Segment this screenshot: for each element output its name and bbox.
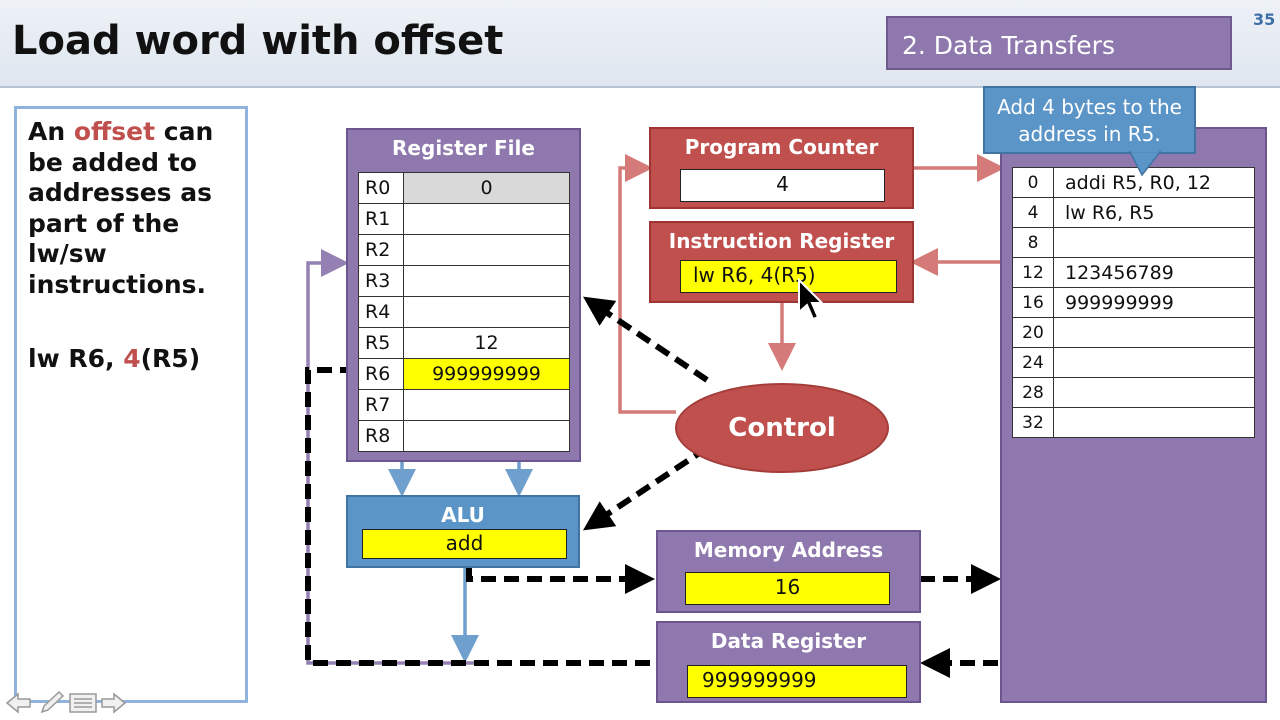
register-file-title: Register File	[392, 136, 535, 160]
program-counter-value: 4	[680, 169, 885, 202]
control-unit: Control	[675, 383, 889, 473]
data-register-value: 999999999	[687, 665, 907, 698]
register-value	[403, 234, 570, 266]
intro-before: An	[28, 117, 74, 146]
pen-icon[interactable]	[40, 690, 65, 714]
memory-address-label: 32	[1012, 407, 1054, 438]
memory-address-label: 28	[1012, 377, 1054, 408]
text-panel	[14, 106, 248, 703]
memory-address-title: Memory Address	[693, 538, 884, 562]
example-suffix: (R5)	[140, 344, 201, 373]
memory-row: 24	[1012, 347, 1255, 378]
register-name: R2	[358, 234, 404, 266]
memory-cell	[1053, 317, 1255, 348]
register-name: R0	[358, 172, 404, 204]
data-register-title: Data Register	[710, 629, 867, 653]
register-value: 999999999	[403, 358, 570, 390]
data-register: Data Register 999999999	[656, 621, 921, 703]
menu-icon[interactable]	[69, 693, 97, 713]
instruction-register-value: lw R6, 4(R5)	[680, 260, 897, 293]
memory-row: 8	[1012, 227, 1255, 258]
register-row: R8	[358, 420, 570, 452]
register-value	[403, 265, 570, 297]
alu-title: ALU	[441, 503, 485, 527]
memory-address-label: 0	[1012, 167, 1054, 198]
memory-address-label: 8	[1012, 227, 1054, 258]
memory-row: 28	[1012, 377, 1255, 408]
dashed-control-to-alu	[583, 445, 709, 531]
memory-cell: lw R6, R5	[1053, 197, 1255, 228]
register-name: R5	[358, 327, 404, 359]
body-text: An offset can be added to addresses as p…	[28, 117, 243, 300]
example-instruction: lw R6, 4(R5)	[28, 344, 200, 373]
arrow-control-to-pc	[618, 154, 676, 414]
memory-cell: 123456789	[1053, 257, 1255, 288]
register-value: 0	[403, 172, 570, 204]
slide-nav-controls	[4, 690, 128, 716]
memory-address-value: 16	[685, 572, 890, 605]
register-row: R3	[358, 265, 570, 297]
register-name: R1	[358, 203, 404, 235]
memory-address-label: 20	[1012, 317, 1054, 348]
memory-cell	[1053, 377, 1255, 408]
register-value	[403, 389, 570, 421]
memory-address-label: 16	[1012, 287, 1054, 318]
register-name: R3	[358, 265, 404, 297]
memory-row: 32	[1012, 407, 1255, 438]
cursor-icon	[798, 278, 825, 321]
register-row: R2	[358, 234, 570, 266]
register-row: R1	[358, 203, 570, 235]
register-name: R7	[358, 389, 404, 421]
callout-box: Add 4 bytes to the address in R5.	[983, 86, 1196, 154]
program-counter-title: Program Counter	[684, 135, 879, 159]
register-name: R6	[358, 358, 404, 390]
example-offset: 4	[123, 344, 141, 373]
instruction-register: Instruction Register lw R6, 4(R5)	[649, 221, 914, 303]
register-row: R7	[358, 389, 570, 421]
section-label: 2. Data Transfers	[886, 16, 1232, 70]
register-name: R4	[358, 296, 404, 328]
memory-address-label: 12	[1012, 257, 1054, 288]
register-value: 12	[403, 327, 570, 359]
instruction-register-title: Instruction Register	[668, 229, 895, 253]
previous-arrow-icon[interactable]	[5, 692, 31, 714]
alu-operation: add	[362, 529, 567, 559]
program-counter: Program Counter 4	[649, 127, 914, 209]
dashed-alu-to-memory-address	[466, 564, 655, 594]
memory-address-label: 4	[1012, 197, 1054, 228]
register-value	[403, 296, 570, 328]
register-row: R4	[358, 296, 570, 328]
slide-number: 35	[1253, 10, 1276, 29]
memory-cell: 999999999	[1053, 287, 1255, 318]
alu: ALU add	[346, 495, 580, 568]
next-arrow-icon[interactable]	[101, 692, 127, 714]
register-value	[403, 420, 570, 452]
example-prefix: lw R6,	[28, 344, 124, 373]
dashed-control-to-regfile	[583, 296, 709, 383]
dashed-data-register-to-r6	[305, 355, 650, 666]
memory-cell	[1053, 227, 1255, 258]
slide-title: Load word with offset	[12, 18, 504, 64]
memory-row: 20	[1012, 317, 1255, 348]
memory-cell	[1053, 407, 1255, 438]
register-name: R8	[358, 420, 404, 452]
offset-highlight: offset	[73, 117, 156, 146]
callout-pointer	[1128, 151, 1162, 177]
memory-address-label: 24	[1012, 347, 1054, 378]
intro-after: can be added to addresses as part of the…	[28, 117, 214, 299]
register-value	[403, 203, 570, 235]
slide-nav-svg	[5, 690, 127, 714]
memory-address: Memory Address 16	[656, 530, 921, 613]
memory-cell	[1053, 347, 1255, 378]
